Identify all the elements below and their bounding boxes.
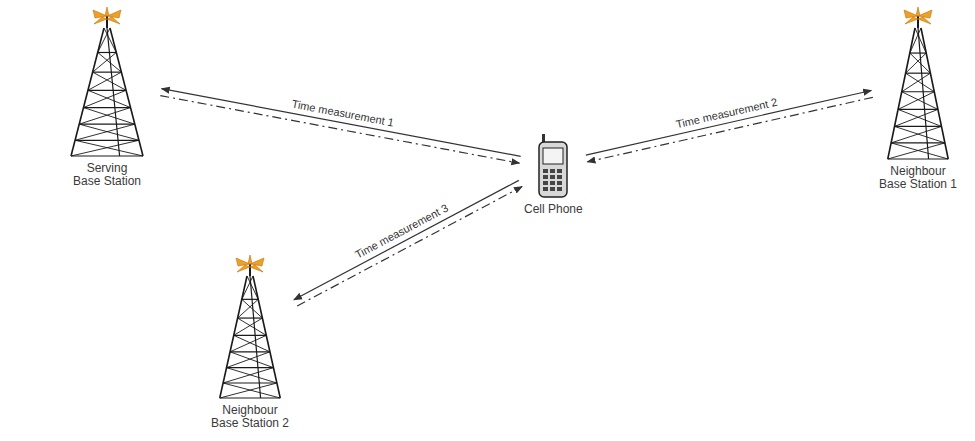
node-caption: Neighbour Base Station 2 [208, 404, 292, 430]
node-caption: Cell Phone [524, 203, 583, 216]
node-caption: Neighbour Base Station 1 [876, 165, 960, 191]
tower-icon [57, 6, 157, 158]
tower-icon [876, 6, 960, 161]
time-measurement-arrow [294, 180, 522, 306]
base-station-node: Neighbour Base Station 2 [208, 254, 292, 430]
base-station-node: Serving Base Station [57, 6, 157, 188]
node-caption: Serving Base Station [72, 162, 142, 188]
phone-icon [533, 133, 573, 199]
base-station-node: Neighbour Base Station 1 [876, 6, 960, 191]
tower-icon [208, 254, 292, 400]
phone-node: Cell Phone [524, 133, 583, 216]
time-measurement-arrow [160, 89, 520, 163]
edge-label: Time measurement 2 [673, 95, 781, 131]
time-measurement-arrow [586, 90, 873, 161]
edge-label: Time measurement 1 [289, 97, 397, 130]
